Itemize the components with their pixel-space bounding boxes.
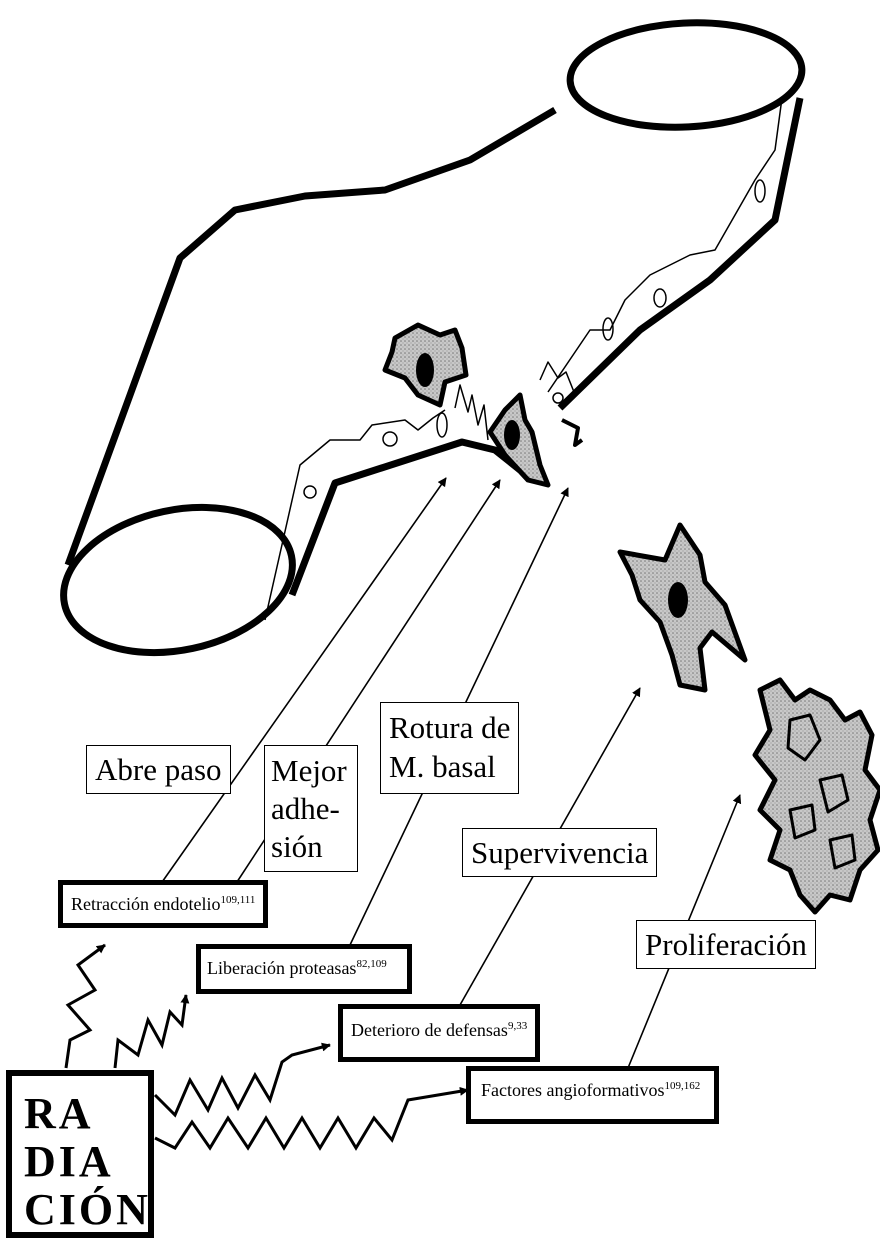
supervivencia-text: Supervivencia: [471, 835, 648, 870]
mejor-adhesion-line-2: adhe-: [271, 790, 347, 828]
factores-text: Factores angioformativos: [481, 1080, 664, 1100]
retraccion-text: Retracción endotelio: [71, 894, 220, 914]
label-abre-paso: Abre paso: [86, 745, 231, 794]
liberacion-refs: 82,109: [356, 958, 386, 970]
zigzag-retraccion: [66, 945, 105, 1068]
factores-refs: 109,162: [664, 1080, 700, 1092]
tumor-cell-migrating: [490, 395, 548, 485]
liberacion-text: Liberación proteasas: [207, 958, 356, 978]
radiation-line-2: DIA: [24, 1138, 148, 1186]
vessel-outer-wall: [68, 110, 555, 565]
deterioro-refs: 9,33: [508, 1020, 527, 1032]
label-mejor-adhesion: Mejor adhe- sión: [264, 745, 358, 872]
rotura-line-2: M. basal: [389, 748, 510, 787]
vessel-lower-wall: [292, 442, 520, 595]
proliferating-cell-cluster: [755, 680, 880, 912]
mejor-adhesion-line-3: sión: [271, 828, 347, 866]
abre-paso-text: Abre paso: [95, 752, 222, 787]
radiation-line-1: RA: [24, 1090, 148, 1138]
tumor-cell-free: [620, 525, 745, 690]
label-proliferacion: Proliferación: [636, 920, 816, 969]
zigzag-deterioro: [155, 1045, 330, 1115]
mejor-adhesion-line-1: Mejor: [271, 752, 347, 790]
cause-retraccion: Retracción endotelio109,111: [58, 880, 268, 928]
zigzag-liberacion: [115, 995, 186, 1068]
radiation-line-3: CIÓN: [24, 1186, 148, 1234]
vessel-right-wall: [560, 98, 800, 408]
tumor-cell-top: [385, 325, 466, 405]
rotura-line-1: Rotura de: [389, 709, 510, 748]
cause-deterioro: Deterioro de defensas9,33: [338, 1004, 540, 1062]
vessel-opening-far: [567, 17, 804, 133]
proliferacion-text: Proliferación: [645, 927, 807, 962]
deterioro-text: Deterioro de defensas: [351, 1020, 508, 1040]
retraccion-refs: 109,111: [220, 894, 255, 906]
radiation-source-box: RA DIA CIÓN: [6, 1070, 154, 1238]
cause-liberacion: Liberación proteasas82,109: [196, 944, 412, 994]
label-supervivencia: Supervivencia: [462, 828, 657, 877]
label-rotura: Rotura de M. basal: [380, 702, 519, 794]
cause-factores: Factores angioformativos109,162: [466, 1066, 719, 1124]
